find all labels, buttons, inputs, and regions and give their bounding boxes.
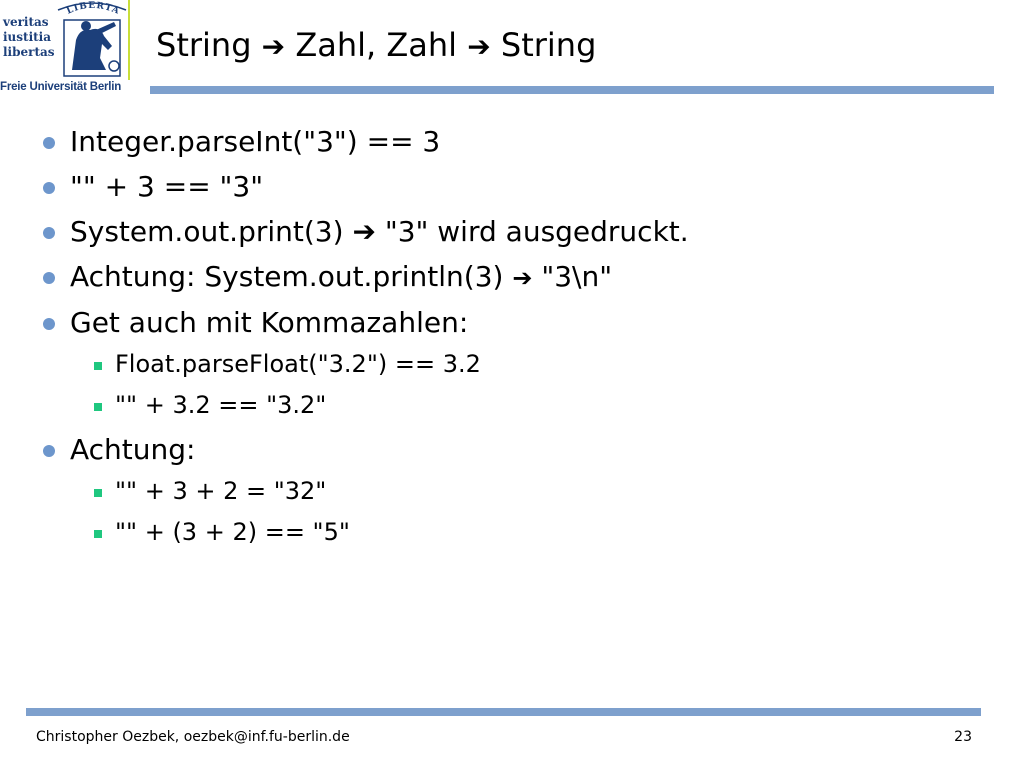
- sub-bullet-item: Float.parseFloat("3.2") == 3.2: [115, 350, 481, 378]
- bullet-dot-icon: [43, 272, 55, 284]
- sub-bullet-square-icon: [94, 530, 102, 538]
- footer-divider: [26, 708, 981, 716]
- bullet-dot-icon: [43, 137, 55, 149]
- bullet-text: Achtung: System.out.println(3): [70, 260, 504, 293]
- arrow-right-icon: ➔: [467, 30, 491, 63]
- sub-bullet-item: "" + 3.2 == "3.2": [115, 391, 327, 419]
- university-logo: veritas iustitia libertas LIBERTAS Freie…: [0, 0, 130, 98]
- sub-bullet-square-icon: [94, 489, 102, 497]
- title-part: Zahl, Zahl: [295, 26, 458, 64]
- logo-university-name: Freie Universität Berlin: [0, 81, 122, 93]
- bullet-item: Achtung:: [70, 433, 196, 466]
- sub-bullet-item: "" + (3 + 2) == "5": [115, 518, 350, 546]
- sub-bullet-square-icon: [94, 362, 102, 370]
- bullet-text: "3\n": [541, 260, 613, 293]
- bullet-item: Get auch mit Kommazahlen:: [70, 306, 469, 339]
- motto-line: iustitia: [3, 30, 52, 44]
- arrow-right-icon: ➔: [261, 30, 286, 63]
- bullet-item: Achtung: System.out.println(3) ➔ "3\n": [70, 260, 612, 293]
- title-divider: [150, 86, 994, 94]
- motto-line: veritas: [3, 15, 49, 29]
- slide-title: String ➔ Zahl, Zahl ➔ String: [156, 26, 596, 64]
- bullet-dot-icon: [43, 318, 55, 330]
- title-part: String: [500, 26, 597, 64]
- page-number: 23: [954, 729, 972, 745]
- footer-author: Christopher Oezbek, oezbek@inf.fu-berlin…: [36, 729, 350, 745]
- title-part: String: [156, 26, 252, 64]
- logo-motto: veritas iustitia libertas: [3, 15, 57, 60]
- bullet-text: "3" wird ausgedruckt.: [384, 215, 689, 248]
- motto-line: libertas: [3, 45, 55, 59]
- bullet-dot-icon: [43, 182, 55, 194]
- arrow-right-icon: ➔: [512, 264, 533, 292]
- sub-bullet-square-icon: [94, 403, 102, 411]
- bullet-dot-icon: [43, 227, 55, 239]
- bullet-dot-icon: [43, 445, 55, 457]
- bullet-item: Integer.parseInt("3") == 3: [70, 125, 441, 158]
- seal-icon: LIBERTAS: [56, 0, 128, 80]
- sub-bullet-item: "" + 3 + 2 = "32": [115, 477, 327, 505]
- bullet-item: "" + 3 == "3": [70, 170, 264, 203]
- bullet-text: System.out.print(3): [70, 215, 344, 248]
- bullet-item: System.out.print(3) ➔ "3" wird ausgedruc…: [70, 215, 689, 248]
- bold-arrow-right-icon: ➔: [352, 215, 376, 248]
